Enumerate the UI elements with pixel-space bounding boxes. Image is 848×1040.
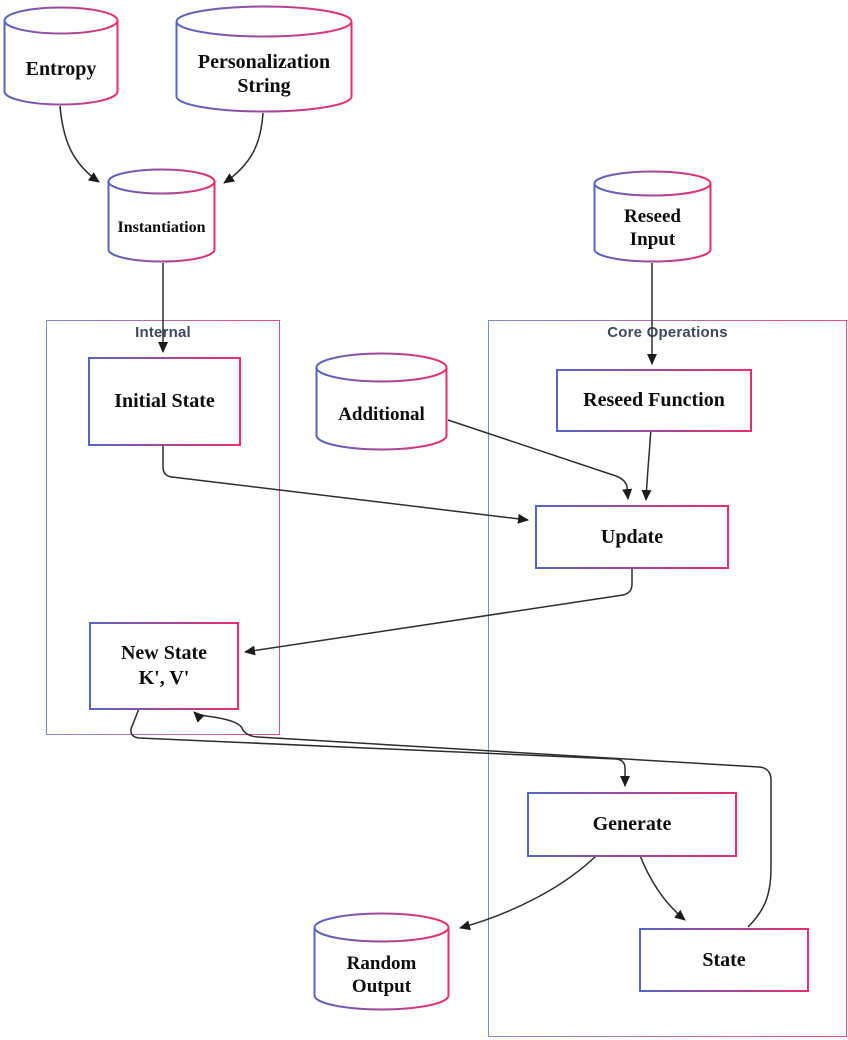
node-entropy-label: Entropy xyxy=(25,58,97,80)
node-additional-label: Additional xyxy=(338,404,425,426)
cylinder-shape xyxy=(107,168,216,263)
container-internal-label: Internal xyxy=(135,324,191,341)
node-personalization-string: Personalization String xyxy=(175,5,353,113)
node-generate-label: Generate xyxy=(592,813,672,835)
node-reseed-input: Reseed Input xyxy=(593,170,712,263)
node-initial-state-label: Initial State xyxy=(114,390,215,412)
node-entropy: Entropy xyxy=(3,6,119,106)
cylinder-shape xyxy=(3,6,119,106)
container-core-operations-label: Core Operations xyxy=(607,324,728,341)
node-new-state: New State K', V' xyxy=(89,622,239,710)
node-random-output-label: Random Output xyxy=(346,952,417,997)
node-instantiation-label: Instantiation xyxy=(117,218,206,236)
cylinder-shape xyxy=(593,170,712,263)
node-state-label: State xyxy=(702,948,746,971)
node-reseed-input-label: Reseed Input xyxy=(624,205,681,250)
node-new-state-label: New State K', V' xyxy=(120,642,208,689)
node-personalization-string-label: Personalization String xyxy=(197,51,331,97)
node-reseed-function-label: Reseed Function xyxy=(583,389,725,411)
node-generate: Generate xyxy=(527,792,737,857)
cylinder-shape xyxy=(175,5,353,113)
node-update-label: Update xyxy=(600,525,664,548)
node-reseed-function: Reseed Function xyxy=(556,369,752,432)
cylinder-shape xyxy=(315,352,448,451)
node-update: Update xyxy=(535,505,729,569)
node-state: State xyxy=(639,928,809,992)
node-initial-state: Initial State xyxy=(88,357,241,446)
node-additional: Additional xyxy=(315,352,448,451)
node-instantiation: Instantiation xyxy=(107,168,216,263)
node-random-output: Random Output xyxy=(313,912,450,1011)
